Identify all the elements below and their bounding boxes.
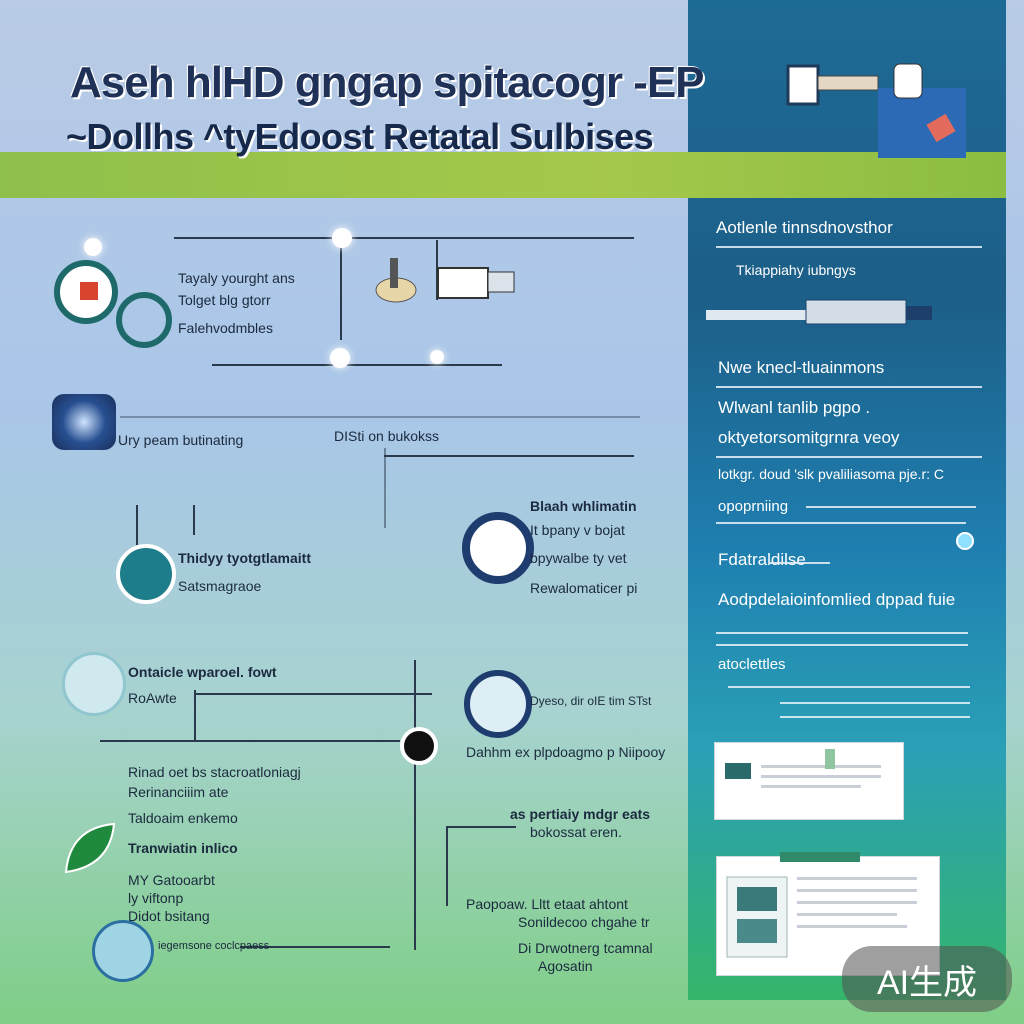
divider [780, 716, 970, 718]
title-line-1: Aseh hlHD gngap spitacogr -EP [70, 58, 705, 107]
node-dot [430, 350, 444, 364]
drum-icon [92, 920, 154, 982]
tool-icon [372, 254, 420, 304]
card-tab [780, 852, 860, 862]
connector-line [446, 826, 516, 828]
note-text: Tolget blg gtorr [178, 292, 271, 308]
divider [728, 686, 970, 688]
panel-heading: Fdatraldilse [718, 550, 806, 569]
connector-line [384, 455, 634, 457]
note-text: iegemsone coclcpaess [158, 940, 270, 952]
panel-text: lotkgr. doud 'slk pvaliliasoma pje.r: C [718, 466, 944, 482]
document-card [714, 742, 904, 820]
ai-badge: AI生成 [842, 946, 1012, 1012]
node-dot [400, 727, 438, 765]
panel-text: atoclettles [718, 656, 786, 673]
panel-text: Wlwanl tanlib pgpo . [718, 398, 871, 417]
note-text: Ury peam butinating [118, 432, 244, 448]
connector-line [240, 946, 390, 948]
divider [806, 506, 976, 508]
divider [716, 456, 982, 458]
connector-line [120, 416, 640, 418]
note-text: Falehvodmbles [178, 320, 273, 336]
note-text: Di Drwotnerg tcamnal [518, 940, 653, 956]
connector-line [446, 826, 448, 906]
status-dot [956, 532, 974, 550]
note-title: as pertiaiy mdgr eats [510, 806, 651, 822]
divider [716, 632, 968, 634]
note-title: Ontaicle wparoel. fowt [128, 664, 277, 680]
note-text: Taldoaim enkemo [128, 810, 238, 826]
note-text: Paopoaw. Lltt etaat ahtont [466, 896, 628, 912]
leaf-icon [60, 818, 120, 878]
note-text: Didot bsitang [128, 908, 210, 924]
note-text: Rerinanciiim ate [128, 784, 229, 800]
divider [716, 644, 968, 646]
note-text: bokossat eren. [530, 824, 622, 840]
connector-line [384, 448, 386, 528]
note-text: Satsmagraoe [178, 578, 262, 594]
syringe-icon [706, 294, 936, 334]
panel-bullet: Tkiappiahy iubngys [736, 262, 856, 278]
panel-text: oktyetorsomitgrnra veoy [718, 428, 900, 447]
panel-text: opoprniing [718, 498, 789, 515]
node-dot [330, 348, 350, 368]
divider [770, 562, 830, 564]
note-text: Dahhm ex plpdoagmo p Niipooy [466, 744, 666, 760]
teal-icon [116, 544, 176, 604]
note-text: It bpany v bojat [530, 522, 625, 538]
navy-icon [462, 512, 534, 584]
divider [716, 522, 966, 524]
cup-icon [62, 652, 126, 716]
note-text: MY Gatooarbt [128, 872, 215, 888]
note-title: Thidyy tyotgtlamaitt [178, 550, 312, 566]
note-title: Blaah whlimatin [530, 498, 637, 514]
connector-line [212, 364, 502, 366]
divider [780, 702, 970, 704]
note-text: Agosatin [538, 958, 593, 974]
note-text: Dyeso, dir oIE tim STst [530, 694, 652, 708]
node-dot [332, 228, 352, 248]
note-text: ly viftonp [128, 890, 184, 906]
note-text: Sonildecoo chgahe tr [518, 914, 650, 930]
connector-line [196, 693, 432, 695]
connector-line [340, 240, 342, 340]
node-dot [84, 238, 102, 256]
header-band [0, 152, 1006, 198]
note-text: DISti on bukokss [334, 428, 440, 444]
galaxy-icon [52, 394, 116, 450]
divider [716, 386, 982, 388]
nozzle-icon [436, 262, 516, 304]
note-text: bpywalbe ty vet [530, 550, 627, 566]
connector-line [414, 660, 416, 950]
connector-line [193, 505, 195, 535]
connector-line [174, 237, 634, 239]
note-text: Tayaly yourght ans [178, 270, 295, 286]
bubble-icon [464, 670, 532, 738]
connector-line [194, 690, 196, 740]
panel-heading: Aotlenle tinnsdnovsthor [716, 218, 893, 237]
note-title: Tranwiatin inlico [128, 840, 238, 856]
ring-icon [116, 292, 172, 348]
panel-heading: Nwe knecl-tluainmons [718, 358, 885, 377]
title-line-2: ~Dollhs ^tyEdoost Retatal Sulbises [66, 116, 654, 157]
note-text: RoAwte [128, 690, 177, 706]
note-text: Rinad oet bs stacroatloniagj [128, 764, 301, 780]
flag-icon [80, 282, 98, 300]
connector-line [136, 505, 138, 545]
machine-icon [782, 58, 972, 158]
panel-text: Aodpdelaioinfomlied dppad fuie [718, 590, 956, 609]
divider [716, 246, 982, 248]
note-text: Rewalomaticer pi [530, 580, 638, 596]
connector-line [100, 740, 400, 742]
